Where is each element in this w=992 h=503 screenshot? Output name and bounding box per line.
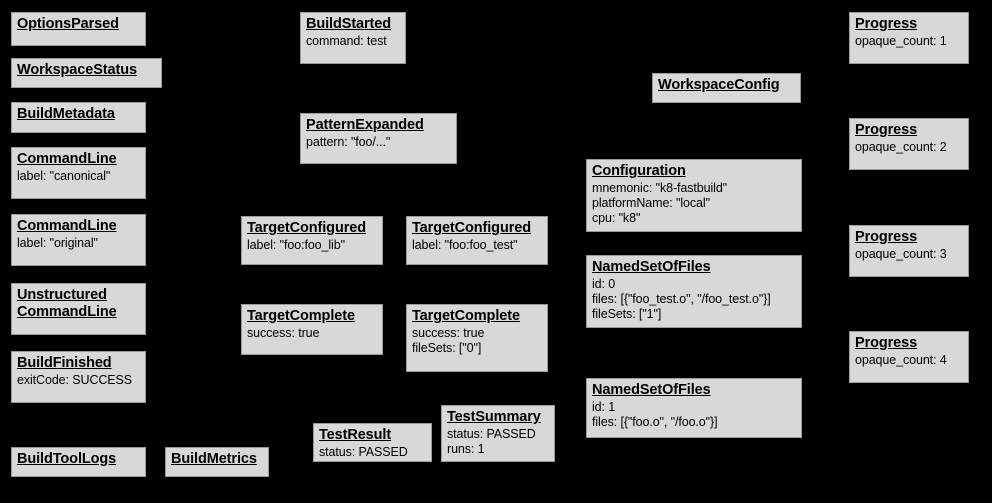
event-node-fields: pattern: "foo/..." [306, 135, 451, 150]
event-node-field: runs: 1 [447, 441, 485, 456]
event-node-progress-3[interactable]: Progress opaque_count: 3 [849, 225, 969, 277]
event-node-title: TargetComplete [412, 308, 520, 324]
event-node-title: TargetConfigured [247, 220, 366, 236]
event-node-title: CommandLine [17, 218, 117, 234]
event-node-fields: opaque_count: 3 [855, 247, 963, 262]
event-node-title: BuildFinished [17, 355, 112, 371]
event-node-fields: opaque_count: 4 [855, 353, 963, 368]
event-node-title: BuildStarted [306, 16, 392, 32]
event-node-fields: label: "original" [17, 236, 140, 251]
event-node-title: WorkspaceStatus [17, 62, 137, 78]
event-node-field: exitCode: SUCCESS [17, 373, 133, 388]
event-node-field: fileSets: ["0"] [412, 340, 482, 355]
event-node-title: Progress [855, 229, 918, 245]
event-node-field: files: [{"foo.o", "/foo.o"}] [592, 414, 718, 429]
event-node-unstructured-command-line[interactable]: Unstructured CommandLine [11, 283, 146, 335]
event-node-field: id: 1 [592, 400, 616, 415]
event-node-field: status: PASSED [447, 427, 536, 442]
event-node-fields: opaque_count: 2 [855, 140, 963, 155]
event-node-workspace-status[interactable]: WorkspaceStatus [11, 58, 162, 88]
event-node-title: CommandLine [17, 151, 117, 167]
event-node-fields: command: test [306, 34, 400, 49]
event-node-field: opaque_count: 2 [855, 140, 947, 155]
event-node-command-line-canonical[interactable]: CommandLine label: "canonical" [11, 147, 146, 199]
event-node-title: BuildToolLogs [17, 451, 117, 467]
event-node-workspace-config[interactable]: WorkspaceConfig [652, 73, 801, 103]
event-node-field: success: true [247, 326, 320, 341]
event-node-options-parsed[interactable]: OptionsParsed [11, 12, 146, 46]
event-node-title: NamedSetOfFiles [592, 382, 711, 398]
event-node-field: platformName: "local" [592, 195, 710, 210]
event-node-field: status: PASSED [319, 445, 408, 460]
event-node-field: fileSets: ["1"] [592, 306, 662, 321]
event-node-field: success: true [412, 326, 485, 341]
event-node-field: command: test [306, 34, 387, 49]
event-node-title: BuildMetrics [171, 451, 257, 467]
event-node-progress-2[interactable]: Progress opaque_count: 2 [849, 118, 969, 170]
event-node-title: NamedSetOfFiles [592, 259, 711, 275]
event-node-fields: mnemonic: "k8-fastbuild"platformName: "l… [592, 181, 796, 225]
event-node-field: opaque_count: 3 [855, 247, 947, 262]
event-node-title: Progress [855, 335, 918, 351]
event-node-target-configured-foo-test[interactable]: TargetConfigured label: "foo:foo_test" [406, 216, 548, 265]
event-node-field: label: "foo:foo_test" [412, 238, 518, 253]
event-node-build-metadata[interactable]: BuildMetadata [11, 102, 146, 133]
event-node-fields: success: true [247, 326, 377, 341]
event-node-command-line-original[interactable]: CommandLine label: "original" [11, 214, 146, 266]
event-node-title: Unstructured CommandLine [17, 287, 117, 321]
event-node-fields: opaque_count: 1 [855, 34, 963, 49]
event-node-field: pattern: "foo/..." [306, 135, 391, 150]
event-node-build-started[interactable]: BuildStarted command: test [300, 12, 406, 64]
event-node-field: cpu: "k8" [592, 210, 641, 225]
event-node-title: Configuration [592, 163, 686, 179]
event-node-field: opaque_count: 1 [855, 34, 947, 49]
event-node-progress-4[interactable]: Progress opaque_count: 4 [849, 331, 969, 383]
event-node-title: WorkspaceConfig [658, 77, 780, 93]
event-node-title: TargetComplete [247, 308, 355, 324]
event-node-title: OptionsParsed [17, 16, 119, 32]
event-node-field: mnemonic: "k8-fastbuild" [592, 181, 728, 196]
event-node-field: opaque_count: 4 [855, 353, 947, 368]
event-node-fields: label: "canonical" [17, 169, 140, 184]
event-node-title: TargetConfigured [412, 220, 531, 236]
event-node-field: label: "original" [17, 236, 98, 251]
event-node-pattern-expanded[interactable]: PatternExpanded pattern: "foo/..." [300, 113, 457, 164]
event-node-build-finished[interactable]: BuildFinished exitCode: SUCCESS [11, 351, 146, 403]
event-node-configuration[interactable]: Configuration mnemonic: "k8-fastbuild"pla… [586, 159, 802, 232]
event-node-fields: label: "foo:foo_lib" [247, 238, 377, 253]
event-node-field: label: "canonical" [17, 169, 111, 184]
event-node-target-configured-foo-lib[interactable]: TargetConfigured label: "foo:foo_lib" [241, 216, 383, 265]
event-node-field: files: [{"foo_test.o", "/foo_test.o"}] [592, 291, 771, 306]
event-node-progress-1[interactable]: Progress opaque_count: 1 [849, 12, 969, 64]
event-node-test-result[interactable]: TestResult status: PASSED [313, 423, 432, 462]
event-node-build-metrics[interactable]: BuildMetrics [165, 447, 269, 477]
event-node-title: BuildMetadata [17, 106, 115, 122]
event-node-title: PatternExpanded [306, 117, 424, 133]
event-node-fields: status: PASSED [319, 445, 426, 460]
event-node-fields: label: "foo:foo_test" [412, 238, 542, 253]
event-node-title: TestSummary [447, 409, 541, 425]
event-node-build-tool-logs[interactable]: BuildToolLogs [11, 447, 146, 477]
event-node-field: label: "foo:foo_lib" [247, 238, 345, 253]
event-node-target-complete-lib[interactable]: TargetComplete success: true [241, 304, 383, 355]
event-node-fields: exitCode: SUCCESS [17, 373, 140, 388]
event-node-field: id: 0 [592, 277, 616, 292]
event-node-title: TestResult [319, 427, 392, 443]
event-node-title: Progress [855, 16, 918, 32]
event-node-title: Progress [855, 122, 918, 138]
